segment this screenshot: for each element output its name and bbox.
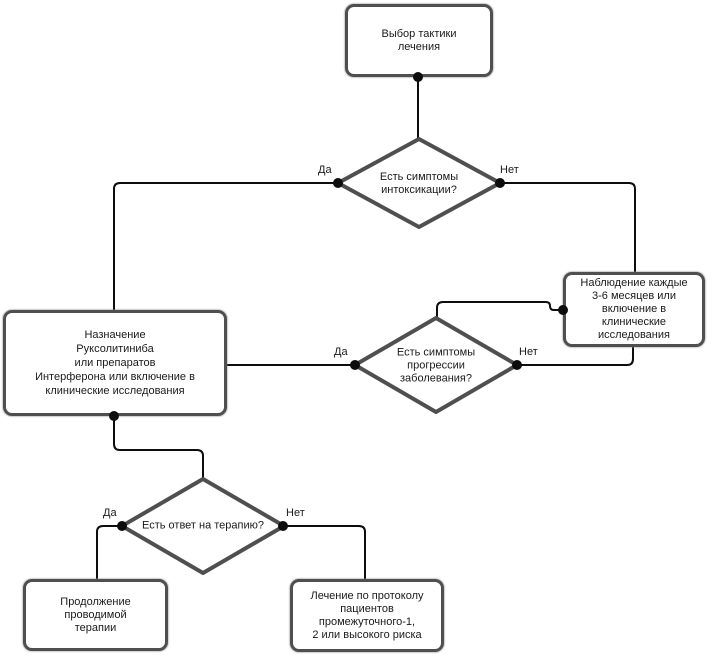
edge-label-no: Нет <box>286 507 305 519</box>
edge-label-yes: Да <box>334 346 348 358</box>
edge-response-yes-to-continue <box>96 525 123 580</box>
edge-response-no-to-protocol <box>282 525 366 580</box>
node-treat: Назначение Руксолитиниба или препаратов … <box>3 310 227 416</box>
edge-observe-to-progress <box>436 301 564 319</box>
decision-progress-label: Есть симптомы прогрессии заболевания? <box>396 346 476 385</box>
node-protocol-treatment: Лечение по протоколу пациентов промежуто… <box>290 579 444 652</box>
edge-label-no: Нет <box>519 346 538 358</box>
edge-intox-no-to-observe <box>499 182 636 273</box>
node-start: Выбор тактики лечения <box>345 4 493 77</box>
edge-intox-yes-to-treat <box>113 182 339 311</box>
decision-response-label: Есть ответ на терапию? <box>141 519 265 532</box>
edge-progress-no-to-observe <box>516 346 634 366</box>
edge-label-yes: Да <box>103 507 117 519</box>
decision-intox-shape <box>336 137 502 229</box>
decision-intox-label: Есть симптомы интоксикации? <box>379 171 459 196</box>
node-observe: Наблюдение каждые 3-6 месяцев или включе… <box>563 272 705 347</box>
edge-label-no: Нет <box>500 164 519 176</box>
decision-progress-shape <box>353 316 519 414</box>
node-continue-therapy: Продолжение проводимой терапии <box>23 579 168 651</box>
edge-treat-to-response <box>113 415 204 480</box>
decision-response-shape <box>120 477 286 575</box>
edge-label-yes: Да <box>318 164 332 176</box>
